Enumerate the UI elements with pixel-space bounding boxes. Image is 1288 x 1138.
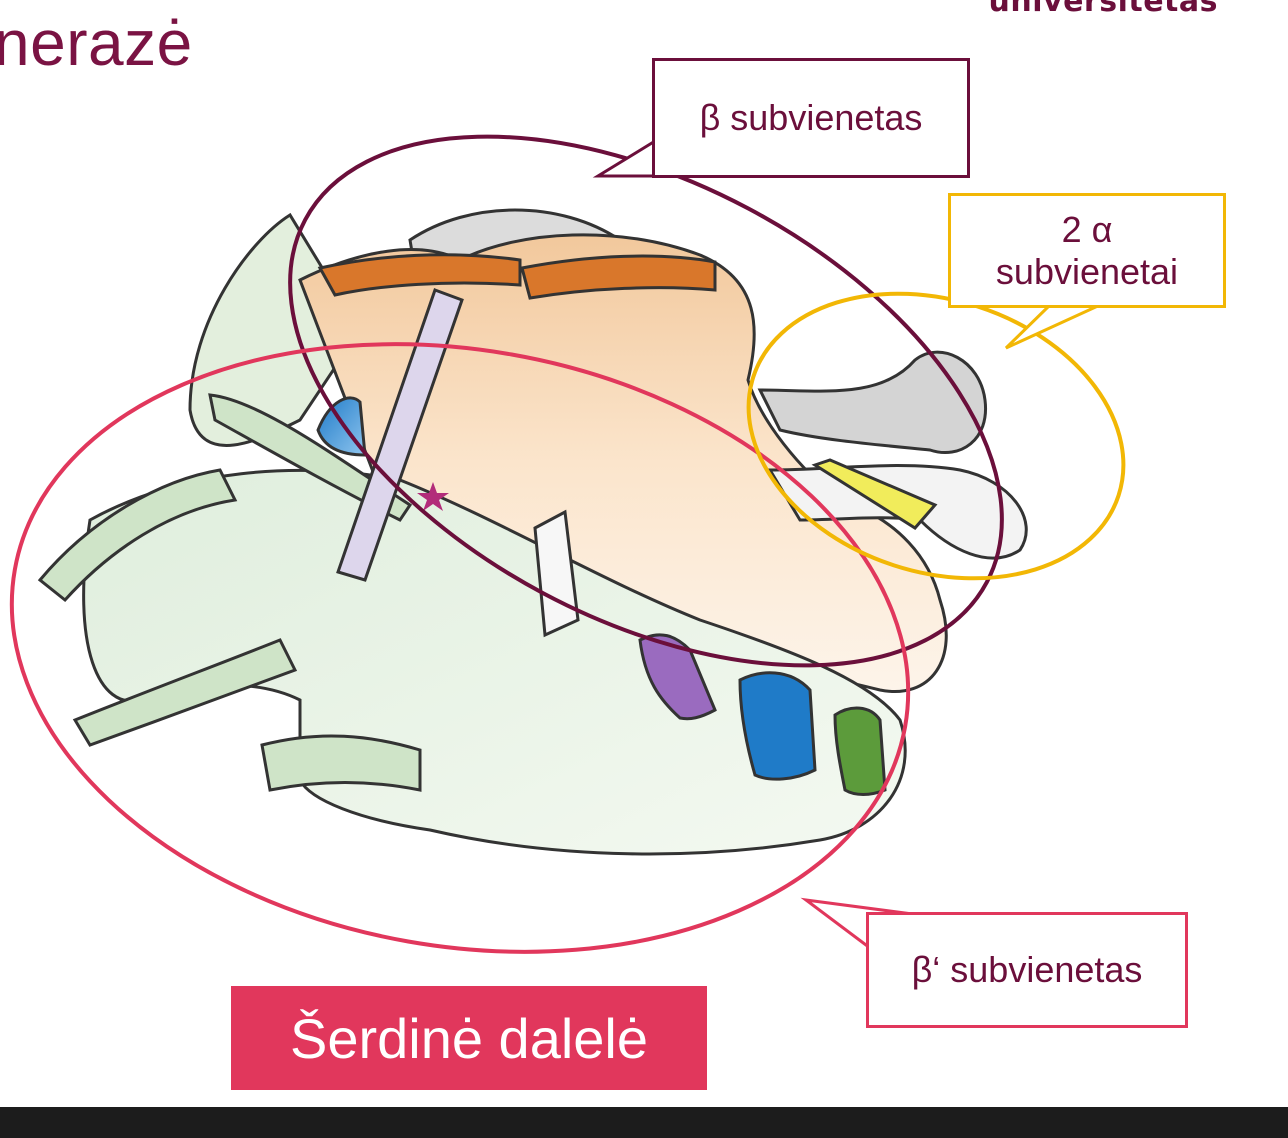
yellow-piece-shape [811,458,938,530]
beta-prime-subunit-callout: β‘ subvienetas [866,912,1188,1028]
clamp-upper-shape [37,468,238,603]
bridge-helix-shape [336,288,464,582]
core-enzyme-label: Šerdinė dalelė [231,986,707,1090]
clamp-lower-shape [72,638,298,747]
green-wedge-shape [208,393,413,522]
slide-title: nerazė [0,7,193,79]
active-site-star-icon [417,482,449,511]
beta-subunit-label: β subvienetas [699,97,923,138]
beta-subunit-ellipse [288,134,1004,668]
purple-block-shape [638,633,717,721]
alpha-subunit-shape [757,350,988,455]
bottom-bar [0,1107,1288,1138]
orange-flap-left-shape [317,253,522,297]
beta-prime-subunit-ellipse [9,342,911,954]
orange-flap-right-shape [520,254,717,300]
alpha-callout-pointer [1004,303,1101,350]
beta-subunit-callout: β subvienetas [652,58,970,178]
university-logo: universitetas [988,0,1218,19]
alpha-subunits-label: subvienetai [995,250,1179,292]
clamp-bottom-shape [260,734,422,792]
beta-prime-subunit-label: β‘ subvienetas [911,949,1143,990]
alpha-count-label: 2 α [1061,208,1113,250]
green-block-shape [833,706,887,796]
alpha-subunits-callout: 2 α subvienetai [948,193,1226,308]
blue-block-lower-shape [738,671,817,781]
